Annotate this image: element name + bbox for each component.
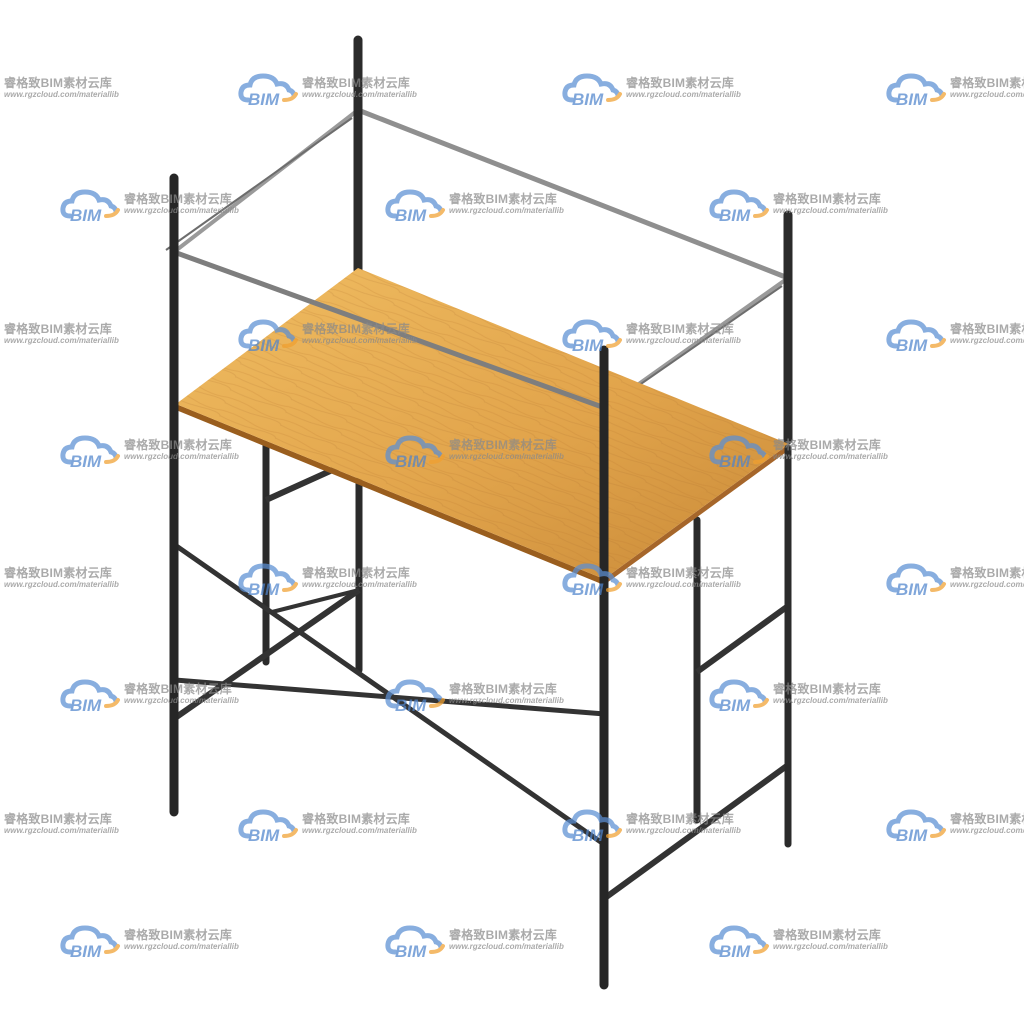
right-frame [603, 444, 792, 901]
rail-left-top-2 [165, 117, 353, 251]
rail-front-top [173, 249, 606, 411]
rail-left-top [172, 108, 360, 254]
cross-braces [173, 542, 607, 848]
rail-back-top [357, 107, 789, 281]
guard-rails [165, 107, 790, 410]
platform-grain [176, 268, 789, 579]
brace-diag-2 [174, 677, 606, 717]
rung-right-2 [603, 762, 790, 901]
front-posts [169, 173, 609, 990]
rung-right-1 [695, 603, 790, 675]
rear-posts-upper [353, 35, 793, 445]
platform-edge [176, 404, 604, 585]
platform-edge-right [604, 444, 789, 585]
brace-diag-3 [271, 588, 360, 614]
rung-back-left-2 [173, 587, 361, 721]
wood-platform [176, 268, 789, 585]
